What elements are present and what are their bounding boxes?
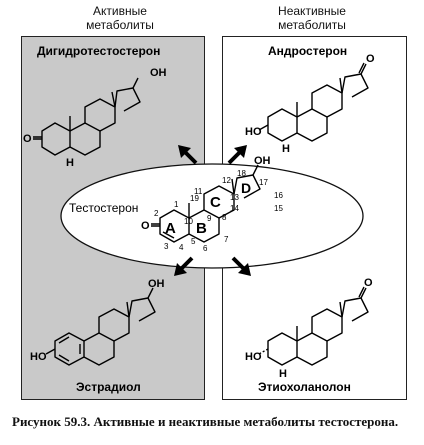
inactive-header-line2: метаболиты (278, 18, 346, 32)
arrow-to-estradiol (174, 256, 194, 276)
atom-number-10: 10 (184, 217, 193, 226)
atom-number-13: 13 (230, 193, 239, 202)
testosterone-label: Тестостерон (69, 201, 138, 215)
atom-number-11: 11 (194, 187, 203, 196)
estradiol-ho-atom: HO (30, 351, 47, 363)
estradiol-label: Эстрадиол (76, 380, 141, 394)
atom-number-4: 4 (179, 243, 184, 252)
atom-number-1: 1 (174, 200, 179, 209)
atom-number-3: 3 (164, 242, 169, 251)
inactive-metabolites-header: Неактивные метаболиты (212, 4, 412, 32)
ring-c-letter: C (210, 194, 221, 211)
estradiol-oh-atom: OH (148, 278, 165, 290)
estradiol-structure (45, 287, 156, 366)
dihydrotestosterone-label: Дигидротестостерон (37, 44, 160, 58)
atom-number-8: 8 (222, 213, 227, 222)
androsterone-label: Андростерон (268, 44, 347, 58)
atom-number-15: 15 (274, 204, 283, 213)
arrow-to-dihydrotestosterone (178, 145, 198, 165)
inactive-header-line1: Неактивные (278, 4, 346, 18)
testosterone-ellipse (60, 163, 364, 269)
dihydrotestosterone-structure (33, 77, 141, 156)
atom-number-19: 19 (190, 194, 199, 203)
etiocholanolone-label: Этиохоланолон (258, 380, 351, 394)
active-metabolites-header: Активные метаболиты (20, 4, 220, 32)
ring-a-letter: A (165, 220, 176, 237)
atom-number-12: 12 (222, 176, 231, 185)
atom-number-7: 7 (224, 235, 229, 244)
atom-number-16: 16 (274, 191, 283, 200)
testosterone-o-atom: O (141, 220, 150, 232)
androsterone-ho-atom: HO (245, 126, 262, 138)
figure-caption: Рисунок 59.3. Активные и неактивные мета… (12, 414, 399, 429)
ring-d-letter: D (241, 180, 251, 196)
ring-b-letter: B (196, 220, 207, 237)
testosterone-oh-atom: OH (254, 155, 271, 167)
atom-number-6: 6 (203, 244, 208, 253)
arrow-to-androsterone (227, 145, 247, 165)
dht-o-atom: O (23, 133, 32, 145)
atom-number-5: 5 (191, 237, 196, 246)
atom-number-9: 9 (207, 214, 212, 223)
etiocholanolone-o-atom: O (364, 277, 373, 289)
atom-number-18: 18 (237, 169, 246, 178)
etiocholanolone-ho-atom: HO (245, 351, 262, 363)
atom-number-14: 14 (230, 204, 239, 213)
dht-oh-atom: OH (150, 67, 167, 79)
atom-number-2: 2 (154, 209, 159, 218)
atom-number-17: 17 (259, 178, 268, 187)
active-header-line1: Активные (93, 4, 147, 18)
etiocholanolone-h-atom: H (279, 368, 287, 380)
androsterone-structure (258, 62, 369, 142)
dht-h-atom: H (66, 157, 74, 169)
androsterone-h-atom: H (282, 143, 290, 155)
arrow-to-etiocholanolone (231, 256, 251, 276)
etiocholanolone-structure (258, 286, 369, 366)
androsterone-o-atom: O (366, 53, 375, 65)
active-header-line2: метаболиты (86, 18, 154, 32)
